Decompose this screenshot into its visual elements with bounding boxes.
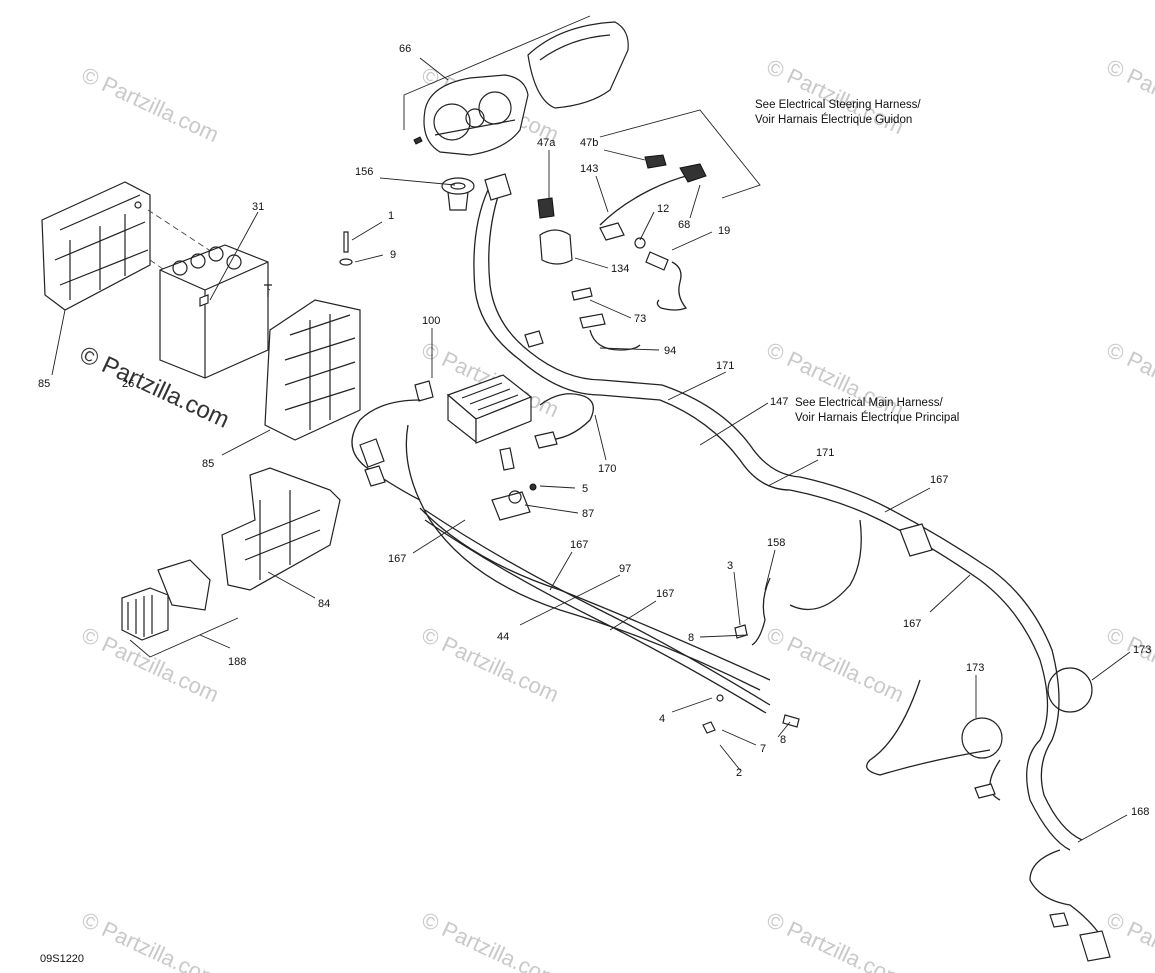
- clamp-loop: [961, 717, 1003, 759]
- callout-12: 12: [657, 203, 669, 215]
- grommet: [441, 177, 475, 211]
- watermark: © Partzilla.com: [1103, 622, 1155, 707]
- callout-173: 173: [966, 662, 984, 674]
- watermark: © Partzilla.com: [763, 622, 908, 707]
- callout-8: 8: [688, 632, 694, 644]
- callout-31: 31: [252, 201, 264, 213]
- callout-85: 85: [202, 458, 214, 470]
- watermark: © Partzilla.com: [763, 907, 908, 973]
- callout-5: 5: [582, 483, 588, 495]
- callout-19: 19: [718, 225, 730, 237]
- instrument-cluster[interactable]: [413, 74, 529, 156]
- callout-97: 97: [619, 563, 631, 575]
- callout-171: 171: [716, 360, 734, 372]
- callout-4: 4: [659, 713, 665, 725]
- callout-156: 156: [355, 166, 373, 178]
- callout-171: 171: [816, 447, 834, 459]
- watermark: © Partzilla.com: [763, 54, 908, 139]
- leader-lines: [51, 57, 1131, 843]
- callout-158: 158: [767, 537, 785, 549]
- callout-147: 147: [770, 396, 788, 408]
- washer: [339, 258, 353, 266]
- watermark-layer: © Partzilla.com © Partzilla.com © Partzi…: [75, 54, 1155, 973]
- steering-harness-area: [524, 109, 761, 351]
- callout-85: 85: [38, 378, 50, 390]
- connector: [414, 380, 434, 402]
- battery[interactable]: [159, 244, 269, 379]
- callout-84: 84: [318, 598, 330, 610]
- main-harness-note: See Electrical Main Harness/: [795, 397, 943, 409]
- callouts: 66 47a 47b 143 156 12 68 19 134 73 94 31…: [38, 43, 1151, 818]
- watermark: © Partzilla.com: [763, 337, 908, 422]
- watermark: © Partzilla.com: [1103, 337, 1155, 422]
- callout-47a: 47a: [537, 137, 556, 149]
- watermark: © Partzilla.com: [1103, 54, 1155, 139]
- bolt: [343, 231, 349, 253]
- fuse-box[interactable]: [446, 374, 533, 444]
- battery-holder[interactable]: [264, 299, 361, 441]
- callout-26: 26: [122, 378, 134, 390]
- callout-143: 143: [580, 163, 598, 175]
- callout-68: 68: [678, 219, 690, 231]
- callout-1: 1: [388, 210, 394, 222]
- callout-87: 87: [582, 508, 594, 520]
- steering-harness-note: See Electrical Steering Harness/: [755, 99, 921, 111]
- callout-9: 9: [390, 249, 396, 261]
- reference-notes: See Electrical Steering Harness/ Voir Ha…: [755, 99, 959, 424]
- clamp-loop: [1047, 667, 1093, 713]
- callout-167: 167: [903, 618, 921, 630]
- callout-73: 73: [634, 313, 646, 325]
- callout-66: 66: [399, 43, 411, 55]
- callout-167: 167: [388, 553, 406, 565]
- callout-167: 167: [930, 474, 948, 486]
- callout-167: 167: [570, 539, 588, 551]
- main-harness-note-fr: Voir Harnais Électrique Principal: [795, 411, 959, 424]
- callout-3: 3: [727, 560, 733, 572]
- ground-wire: [751, 577, 771, 646]
- watermark: © Partzilla.com: [418, 622, 563, 707]
- callout-100: 100: [422, 315, 440, 327]
- relay[interactable]: [491, 483, 537, 521]
- callout-134: 134: [611, 263, 629, 275]
- battery-tray[interactable]: [41, 181, 151, 311]
- watermark: © Partzilla.com: [78, 907, 223, 973]
- watermark: © Partzilla.com: [78, 62, 223, 147]
- watermark: © Partzilla.com: [1103, 907, 1155, 973]
- callout-168: 168: [1131, 806, 1149, 818]
- callout-188: 188: [228, 656, 246, 668]
- callout-167: 167: [656, 588, 674, 600]
- callout-7: 7: [760, 743, 766, 755]
- battery-cables: [424, 509, 800, 734]
- cluster-lens[interactable]: [527, 21, 629, 109]
- callout-173: 173: [1133, 644, 1151, 656]
- bolt: [264, 284, 272, 297]
- callout-2: 2: [736, 767, 742, 779]
- callout-170: 170: [598, 463, 616, 475]
- steering-harness-note-fr: Voir Harnais Électrique Guidon: [755, 113, 912, 126]
- callout-44: 44: [497, 631, 509, 643]
- module-bracket[interactable]: [221, 467, 341, 591]
- voltage-regulator[interactable]: [121, 559, 211, 641]
- main-harness: [473, 173, 1111, 962]
- callout-8: 8: [780, 734, 786, 746]
- watermark: © Partzilla.com: [418, 907, 563, 973]
- diagram-code: 09S1220: [40, 953, 84, 965]
- callout-47b: 47b: [580, 137, 598, 149]
- callout-94: 94: [664, 345, 676, 357]
